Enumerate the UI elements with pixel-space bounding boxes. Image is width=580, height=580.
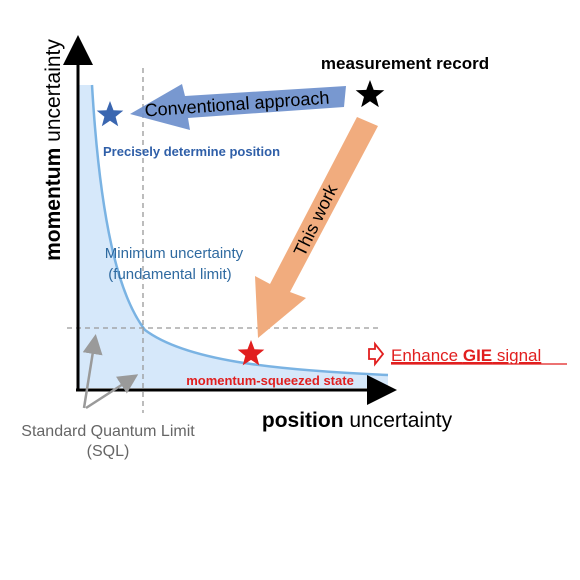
hollow-right-arrow-icon: [368, 341, 385, 367]
sql-pointer-arrow-right: [85, 374, 139, 410]
sql-label-line2: (SQL): [87, 443, 130, 460]
measurement-record-label: measurement record: [321, 54, 489, 73]
momentum-squeezed-label: momentum-squeezed state: [186, 373, 354, 388]
minimum-uncertainty-label-line2: (fundamental limit): [108, 266, 231, 283]
y-axis-label: momentum uncertainty: [42, 39, 65, 261]
momentum-squeezed-star-icon: [237, 340, 265, 366]
sql-pointer-arrow-up: [82, 334, 103, 409]
minimum-uncertainty-label-line1: Minimum uncertainty: [105, 245, 244, 262]
conventional-approach-arrow: [130, 84, 346, 130]
x-axis-label: position uncertainty: [262, 409, 453, 432]
this-work-arrow: [255, 117, 378, 338]
minimum-uncertainty-region: [78, 85, 388, 388]
measurement-record-star-icon: [355, 80, 385, 108]
precise-position-star-icon: [96, 101, 124, 127]
this-work-label: This work: [290, 180, 342, 259]
precise-position-label: Precisely determine position: [103, 144, 280, 159]
minimum-uncertainty-curve: [90, 84, 389, 377]
sql-label-line1: Standard Quantum Limit: [21, 423, 195, 440]
enhance-gie-signal-label: Enhance GIE signal: [391, 346, 541, 365]
